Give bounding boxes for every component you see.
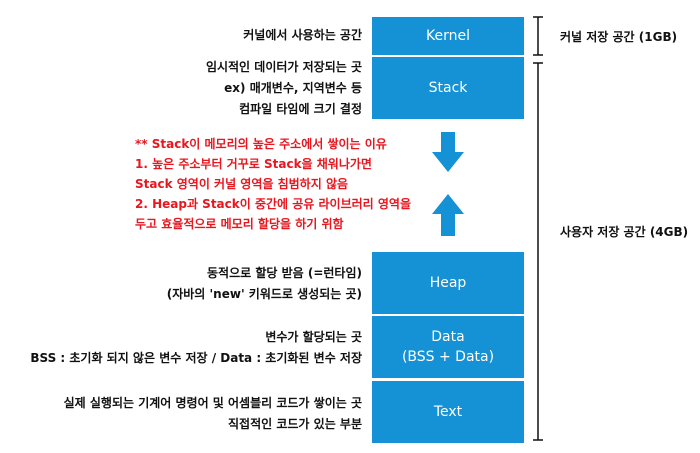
desc-line: 변수가 할당되는 곳 [265, 330, 362, 344]
arrow-down-icon [432, 132, 464, 172]
desc-line: 임시적인 데이터가 저장되는 곳 [205, 60, 362, 74]
segment-label: Stack [428, 80, 468, 96]
segment-stack: Stack [372, 57, 524, 119]
user-space-label: 사용자 저장 공간 (4GB) [560, 225, 689, 239]
desc-stack: 임시적인 데이터가 저장되는 곳 ex) 매개변수, 지역변수 등 컴파일 타임… [206, 57, 362, 120]
desc-line: BSS : 초기화 되지 않은 변수 저장 / Data : 초기화된 변수 저… [30, 351, 362, 365]
note-line: 두고 효율적으로 메모리 할당을 하기 위함 [135, 217, 344, 231]
note-line: 1. 높은 주소부터 거꾸로 Stack을 채워나가면 [135, 157, 372, 171]
desc-line: 실제 실행되는 기계어 명령어 및 어셈블리 코드가 쌓이는 곳 [63, 396, 362, 410]
note-line: 2. Heap과 Stack이 중간에 공유 라이브러리 영역을 [135, 197, 412, 211]
kernel-space-label: 커널 저장 공간 (1GB) [560, 30, 678, 44]
segment-label: Data [431, 329, 465, 345]
note-line: Stack 영역이 커널 영역을 침범하지 않음 [135, 177, 349, 191]
desc-text: 실제 실행되는 기계어 명령어 및 어셈블리 코드가 쌓이는 곳 직접적인 코드… [64, 393, 362, 435]
segment-label: Heap [429, 275, 467, 291]
segment-text: Text [372, 381, 524, 443]
desc-line: 직접적인 코드가 있는 부분 [228, 417, 362, 431]
desc-line: 동적으로 할당 받음 (=런타임) [207, 266, 362, 280]
segment-data: Data (BSS + Data) [372, 316, 524, 378]
desc-data: 변수가 할당되는 곳 BSS : 초기화 되지 않은 변수 저장 / Data … [30, 327, 362, 369]
kernel-bracket [533, 16, 543, 56]
arrow-up-icon [432, 194, 464, 236]
segment-heap: Heap [372, 252, 524, 314]
desc-kernel: 커널에서 사용하는 공간 [243, 25, 362, 46]
note-line: ** Stack이 메모리의 높은 주소에서 쌓이는 이유 [135, 137, 387, 151]
user-bracket [533, 62, 543, 441]
segment-kernel: Kernel [372, 17, 524, 55]
desc-heap: 동적으로 할당 받음 (=런타임) (자바의 'new' 키워드로 생성되는 곳… [167, 263, 362, 305]
desc-line: ex) 매개변수, 지역변수 등 [224, 81, 362, 95]
desc-line: (자바의 'new' 키워드로 생성되는 곳) [166, 287, 362, 301]
desc-line: 커널에서 사용하는 공간 [243, 28, 362, 42]
desc-line: 컴파일 타임에 크기 결정 [239, 102, 362, 116]
segment-label: Text [433, 404, 463, 420]
segment-sublabel: (BSS + Data) [401, 349, 495, 365]
segment-label: Kernel [426, 28, 470, 44]
stack-direction-note: ** Stack이 메모리의 높은 주소에서 쌓이는 이유 1. 높은 주소부터… [135, 134, 411, 234]
